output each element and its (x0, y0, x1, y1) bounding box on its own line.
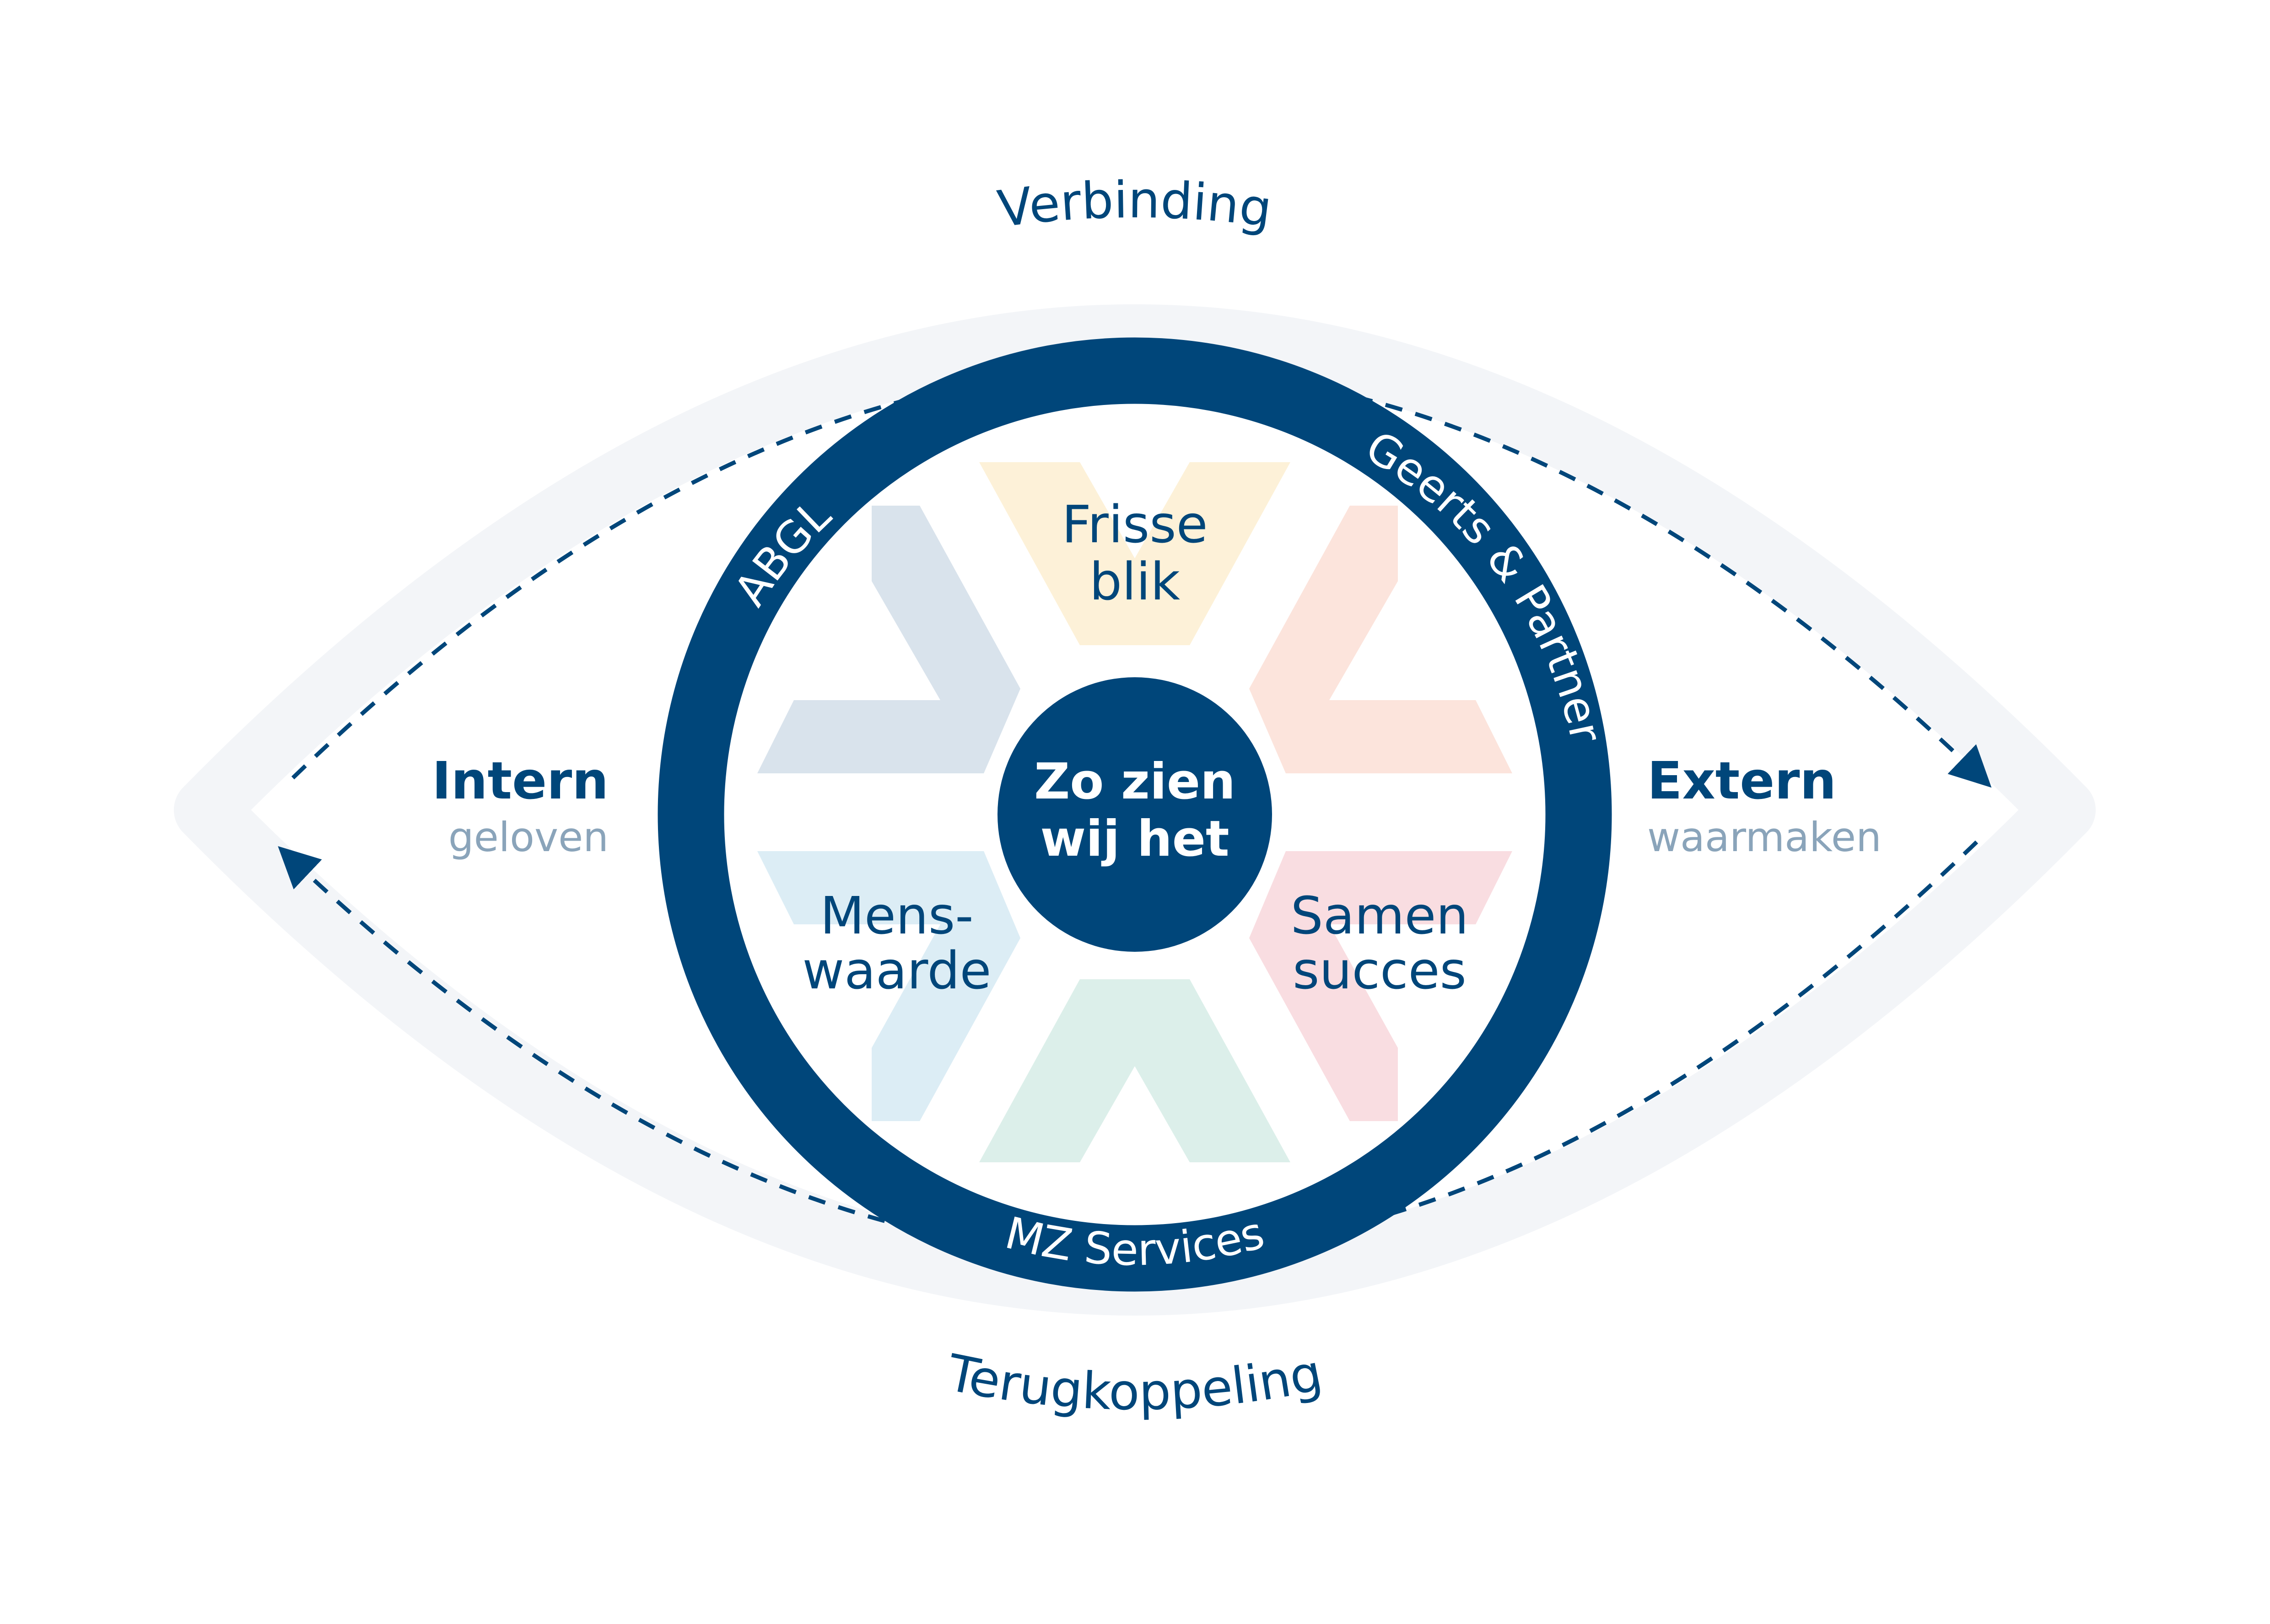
navy-ring (658, 337, 1612, 1292)
label-terugkoppeling: Terugkoppeling (942, 1343, 1327, 1421)
label-waarmaken: waarmaken (1647, 814, 1882, 861)
center-circle (998, 677, 1272, 952)
segment-label-waarde: waarde (803, 941, 992, 1001)
center-label-line1: Zo zien (1034, 753, 1235, 810)
ring-label-mz-services: MZ Services (1000, 1207, 1269, 1276)
segment-label-frisse: Frisse (1062, 495, 1208, 555)
label-extern: Extern (1647, 751, 1836, 811)
segment-mint (979, 979, 1290, 1162)
segment-label-succes: succes (1293, 941, 1467, 1001)
segment-label-blik: blik (1089, 552, 1180, 612)
segment-mens-waarde (757, 851, 1020, 1121)
eye-band-top (174, 304, 2096, 842)
segment-peach (1249, 506, 1512, 773)
center-label-line2: wij het (1040, 810, 1229, 868)
label-intern: Intern (432, 751, 609, 811)
segment-frisse-blik (979, 462, 1290, 645)
segment-grey (757, 506, 1020, 773)
label-verbinding: Verbinding (994, 171, 1275, 239)
segment-label-samen: Samen (1291, 886, 1469, 946)
label-geloven: geloven (448, 814, 609, 861)
segment-samen-succes (1249, 851, 1512, 1121)
segment-label-mens: Mens- (820, 886, 973, 946)
